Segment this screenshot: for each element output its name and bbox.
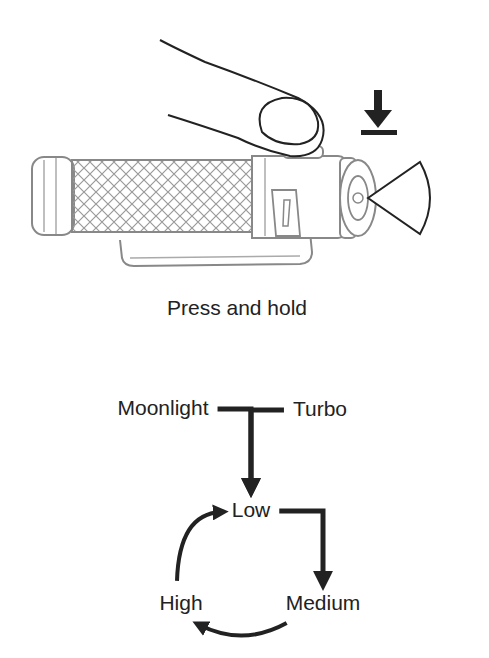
mode-arrow — [218, 409, 251, 488]
mode-node: Turbo — [290, 395, 350, 423]
mode-arrow — [279, 511, 323, 581]
mode-arrow — [251, 410, 284, 488]
mode-name: Moonlight — [117, 396, 208, 420]
mode-node: Low — [229, 496, 274, 524]
mode-name: Medium — [286, 591, 361, 615]
mode-name: Low — [232, 498, 271, 522]
mode-node: High — [156, 589, 205, 617]
mode-name: High — [159, 591, 202, 615]
mode-node: Medium — [283, 589, 364, 617]
instruction-label: Press and hold — [167, 296, 307, 320]
mode-node: Moonlight — [114, 394, 211, 422]
mode-arrow — [200, 623, 287, 636]
mode-arrow — [177, 512, 221, 581]
mode-name: Turbo — [293, 397, 347, 421]
